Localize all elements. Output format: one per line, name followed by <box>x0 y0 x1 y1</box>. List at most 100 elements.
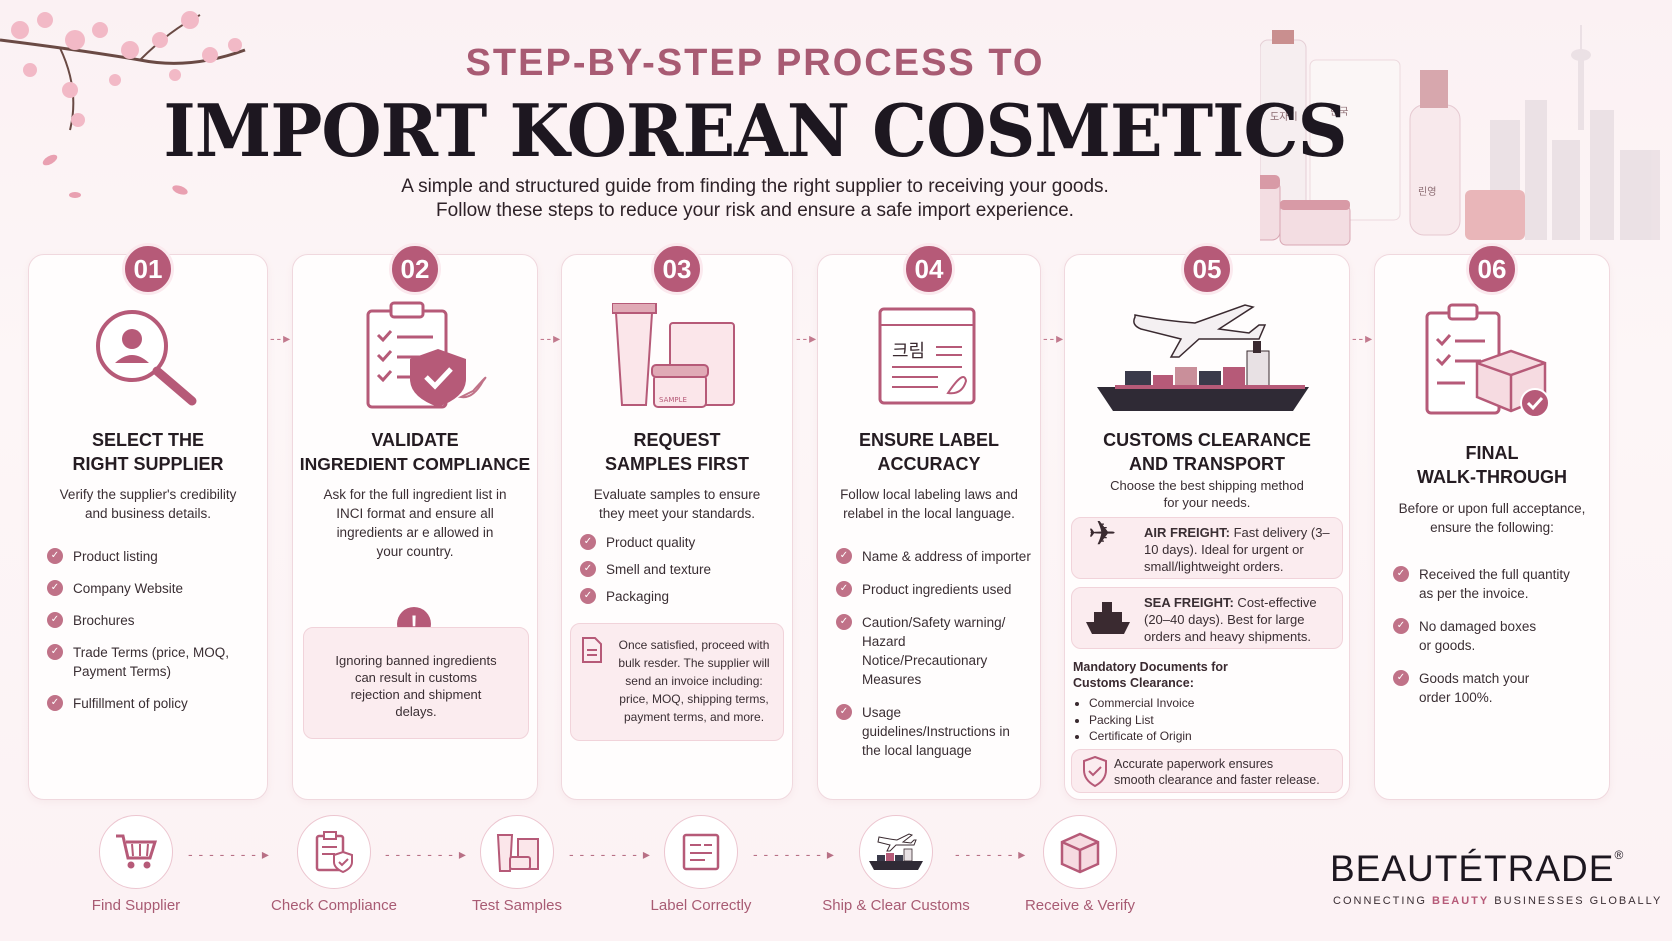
list-item: ✓Product listing <box>47 547 257 566</box>
list-item: ✓Smell and texture <box>580 560 782 579</box>
clipboard-shield-icon <box>366 301 487 409</box>
warning-note: Ignoring banned ingredients can result i… <box>303 627 529 739</box>
ship-icon <box>1086 602 1130 634</box>
clipboard-box-icon <box>1425 303 1550 418</box>
step-title-line-2: RIGHT SUPPLIER <box>72 454 224 474</box>
magnifier-person-icon <box>96 310 197 406</box>
jar-text-3: 린영 <box>1418 186 1436 198</box>
list-item: ✓No damaged boxes or goods. <box>1393 617 1585 655</box>
subtitle-line-1: A simple and structured guide from findi… <box>401 176 1109 197</box>
step-desc-line: Choose the best shipping method <box>1110 478 1304 493</box>
list-item: ✓Caution/Safety warning/ Hazard Notice/P… <box>836 613 1034 689</box>
sample-tag: SAMPLE <box>659 396 687 404</box>
flow-label: Receive & Verify <box>1024 897 1136 914</box>
step-title-line-1: VALIDATE <box>371 430 459 450</box>
header-kicker: STEP-BY-STEP PROCESS TO <box>465 42 1045 84</box>
subtitle-line-2: Follow these steps to reduce your risk a… <box>436 200 1074 221</box>
sea-freight-box: SEA FREIGHT: Cost-effective (20–40 days)… <box>1071 587 1343 649</box>
flow-arrow-icon: - - ▸ <box>540 330 560 346</box>
step-desc-line: Evaluate samples to ensure <box>593 487 761 502</box>
flow-step-receive-verify: Receive & Verify <box>990 815 1170 914</box>
step-card-05: 05 CUSTOMS CLEARANCE AND TRANSPORT Choos… <box>1064 243 1350 800</box>
flow-label: Check Compliance <box>271 897 397 914</box>
clipboard-check-icon <box>297 815 371 889</box>
list-item: ✓Goods match your order 100%. <box>1393 669 1585 707</box>
step-card-03: 03 SAMPLE REQUEST SAMPLES FIRST Evaluate… <box>561 243 793 800</box>
list-item: ✓Packaging <box>580 587 782 606</box>
step-badge: 01 <box>122 243 174 295</box>
jar-text-2: 한국 <box>1330 106 1348 118</box>
flow-arrow-icon: - - - - - - - ▸ <box>753 846 835 862</box>
flow-step-check-compliance: Check Compliance <box>244 815 424 914</box>
step-desc-line: Before or upon full acceptance, <box>1398 501 1586 516</box>
flow-arrow-icon: - - - - - - - ▸ <box>385 846 467 862</box>
step-desc-line: ensure the following: <box>1430 520 1554 535</box>
step-title-line-1: ENSURE LABEL <box>858 430 999 450</box>
flow-label: Find Supplier <box>91 897 181 914</box>
step-title-line-1: CUSTOMS CLEARANCE <box>1103 430 1311 450</box>
step-desc-line: for your needs. <box>1163 495 1251 510</box>
flow-arrow-icon: - - ▸ <box>270 330 290 346</box>
flow-arrow-icon: - - ▸ <box>796 330 816 346</box>
cosmetics-skyline-decoration: 도자기 한국 린영 <box>1260 25 1660 246</box>
step-card-04: 04 크림 ENSURE LABEL ACCURACY Follow local… <box>817 243 1041 800</box>
list-item: ✓Product quality <box>580 533 782 552</box>
flow-arrow-icon: - - - - - - ▸ <box>955 846 1027 862</box>
flow-arrow-icon: - - ▸ <box>1352 330 1372 346</box>
step-desc-line: ingredients ar e allowed in <box>336 525 494 540</box>
airplane-icon: ✈ <box>1088 515 1117 553</box>
flow-arrow-icon: - - - - - - - ▸ <box>569 846 651 862</box>
flow-label: Label Correctly <box>650 897 752 914</box>
label-small-icon <box>664 815 738 889</box>
samples-icon: SAMPLE <box>612 303 735 408</box>
flow-step-test-samples: Test Samples <box>427 815 607 914</box>
step-title-line-2: SAMPLES FIRST <box>604 454 749 474</box>
step-desc-line: Ask for the full ingredient list in <box>323 487 507 502</box>
list-item: ✓Usage guidelines/Instructions in the lo… <box>836 703 1034 760</box>
flow-step-find-supplier: Find Supplier <box>46 815 226 914</box>
list-item: ✓Received the full quantity as per the i… <box>1393 565 1585 603</box>
paperwork-note: Accurate paperwork ensures smooth cleara… <box>1071 749 1343 793</box>
step-desc-line: INCI format and ensure all <box>336 506 494 521</box>
step-desc-line: they meet your standards. <box>598 506 756 521</box>
cart-icon <box>99 815 173 889</box>
step-title-line-1: REQUEST <box>633 430 721 450</box>
doc-item: Packing List <box>1089 712 1194 729</box>
step-card-02: 02 VALIDATE INGREDIENT COMPLIANCE Ask fo… <box>292 243 538 800</box>
step-desc-line: your country. <box>376 544 454 559</box>
step-badge: 03 <box>651 243 703 295</box>
step-card-06: 06 FINAL WALK-THROUGH Before or upon ful… <box>1374 243 1610 800</box>
step-desc-line: Verify the supplier's credibility <box>59 487 237 502</box>
flow-step-label-correctly: Label Correctly <box>611 815 791 914</box>
list-item: ✓Name & address of importer <box>836 547 1034 566</box>
list-item: ✓Brochures <box>47 611 257 630</box>
box-icon <box>1043 815 1117 889</box>
flow-label: Test Samples <box>471 897 563 914</box>
document-icon <box>582 637 602 663</box>
step-title-line-1: SELECT THE <box>91 430 204 450</box>
step-badge: 04 <box>903 243 955 295</box>
ship-plane-small-icon <box>859 815 933 889</box>
step-badge: 05 <box>1181 243 1233 295</box>
list-item: ✓Product ingredients used <box>836 580 1034 599</box>
step-title-line-2: ACCURACY <box>877 454 981 474</box>
page-title: IMPORT KOREAN COSMETICS <box>163 88 1347 173</box>
cherry-blossom-decoration <box>0 11 246 198</box>
docs-title: Mandatory Documents for Customs Clearanc… <box>1073 660 1228 690</box>
info-note: Once satisfied, proceed with bulk resder… <box>570 623 784 741</box>
doc-item: Certificate of Origin <box>1089 728 1194 745</box>
flow-arrow-icon: - - - - - - - ▸ <box>188 846 270 862</box>
step-badge: 02 <box>389 243 441 295</box>
step-title-line-2: AND TRANSPORT <box>1129 454 1285 474</box>
flow-step-ship-clear-customs: Ship & Clear Customs <box>806 815 986 914</box>
step-card-01: 01 SELECT THE RIGHT SUPPLIER Verify the … <box>28 243 268 800</box>
ship-plane-icon <box>1097 304 1309 411</box>
flow-label: Ship & Clear Customs <box>822 897 970 914</box>
list-item: ✓Fulfillment of policy <box>47 694 257 713</box>
shield-check-icon <box>1083 756 1107 788</box>
list-item: ✓Trade Terms (price, MOQ, Payment Terms) <box>47 643 257 681</box>
samples-small-icon <box>480 815 554 889</box>
step-title-line-2: INGREDIENT COMPLIANCE <box>299 454 531 474</box>
step-desc-line: Follow local labeling laws and <box>840 487 1018 502</box>
flow-arrow-icon: - - ▸ <box>1043 330 1063 346</box>
